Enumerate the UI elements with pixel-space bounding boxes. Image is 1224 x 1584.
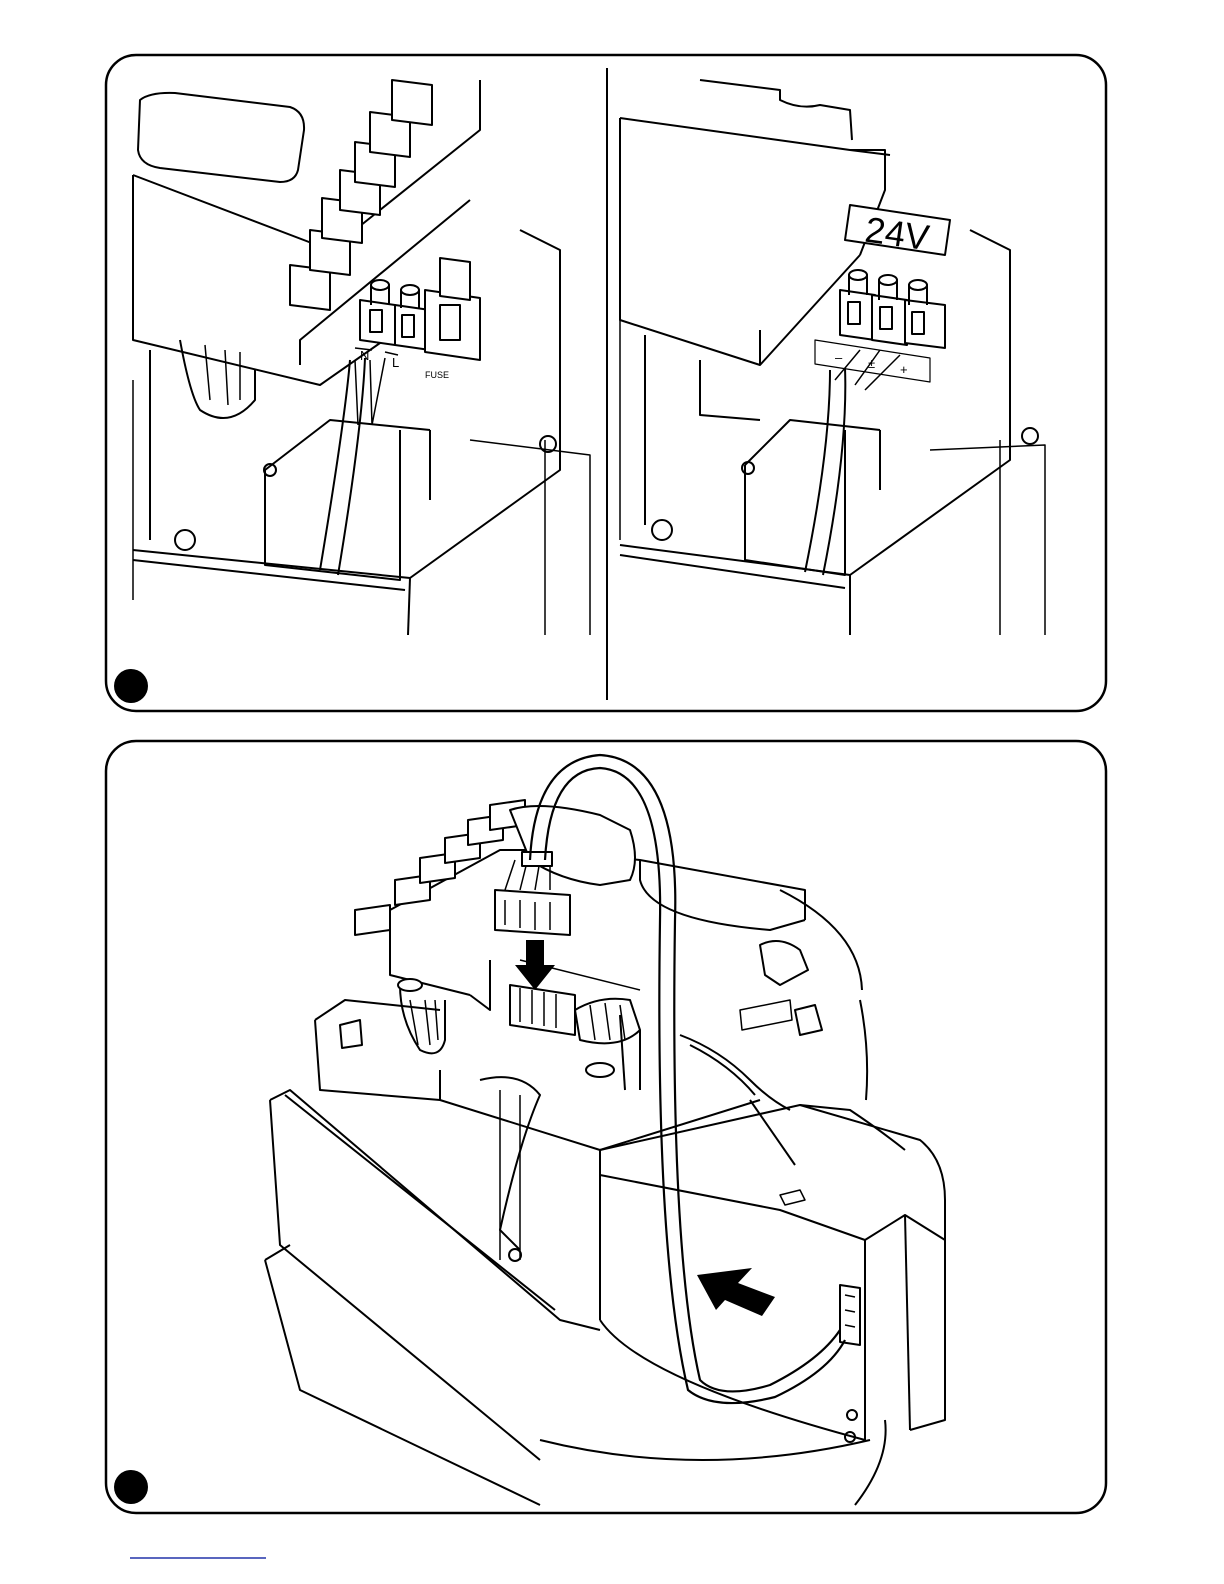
battery-connector [840,1285,860,1345]
terminal-label-n: N [360,348,369,363]
board-connector-socket [510,985,575,1035]
terminal-label-l: L [392,355,399,370]
figure-number-marker [114,1470,148,1504]
figure-top: N L FUSE [106,55,1106,711]
terminal-label-fuse: FUSE [425,370,449,380]
figure-bottom [106,741,1106,1513]
terminal-label-minus: – [835,350,843,365]
relay [355,905,390,935]
terminal-label-ground: ± [868,356,875,371]
figure-number-marker [114,669,148,703]
terminal-label-plus: + [900,362,908,377]
